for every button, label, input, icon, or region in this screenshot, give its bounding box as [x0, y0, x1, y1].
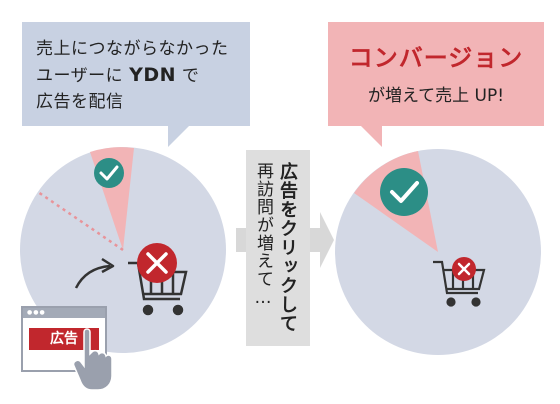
dotted-divider	[37, 190, 124, 252]
browser-titlebar	[23, 308, 105, 318]
bubble-text-line1: 売上につながらなかった	[36, 39, 229, 59]
line2-prefix: ユーザーに	[36, 66, 130, 86]
check-icon	[380, 168, 428, 216]
cart-icon	[433, 260, 486, 307]
line2-suffix: で	[176, 66, 200, 86]
cart-icon	[128, 261, 188, 316]
arrow-icon	[74, 257, 115, 289]
cross-icon	[452, 257, 476, 281]
center-caption-bold: 広告をクリックして	[277, 162, 298, 333]
hand-pointer-icon	[72, 328, 113, 391]
bubble-text-line2: ユーザーに YDN で	[36, 62, 236, 89]
cross-icon	[137, 243, 177, 283]
right-bubble-tail	[360, 125, 382, 147]
browser-dots: ●●●	[27, 309, 46, 316]
conversion-headline: コンバージョン	[348, 44, 524, 72]
ydn-label: YDN	[129, 64, 177, 86]
left-bubble-tail	[168, 125, 190, 147]
ad-button[interactable]: 広告	[29, 328, 99, 350]
right-speech-bubble: コンバージョン が増えて売上 UP!	[328, 22, 544, 126]
center-caption-regular: 再訪問が増えて…	[253, 162, 273, 309]
bubble-text-line3: 広告を配信	[36, 92, 124, 112]
conversion-subtext: が増えて売上 UP!	[367, 86, 505, 106]
check-icon	[94, 158, 124, 188]
left-speech-bubble: 売上につながらなかった ユーザーに YDN で 広告を配信	[22, 22, 250, 126]
center-caption-panel: 広告をクリックして 再訪問が増えて…	[246, 150, 310, 346]
